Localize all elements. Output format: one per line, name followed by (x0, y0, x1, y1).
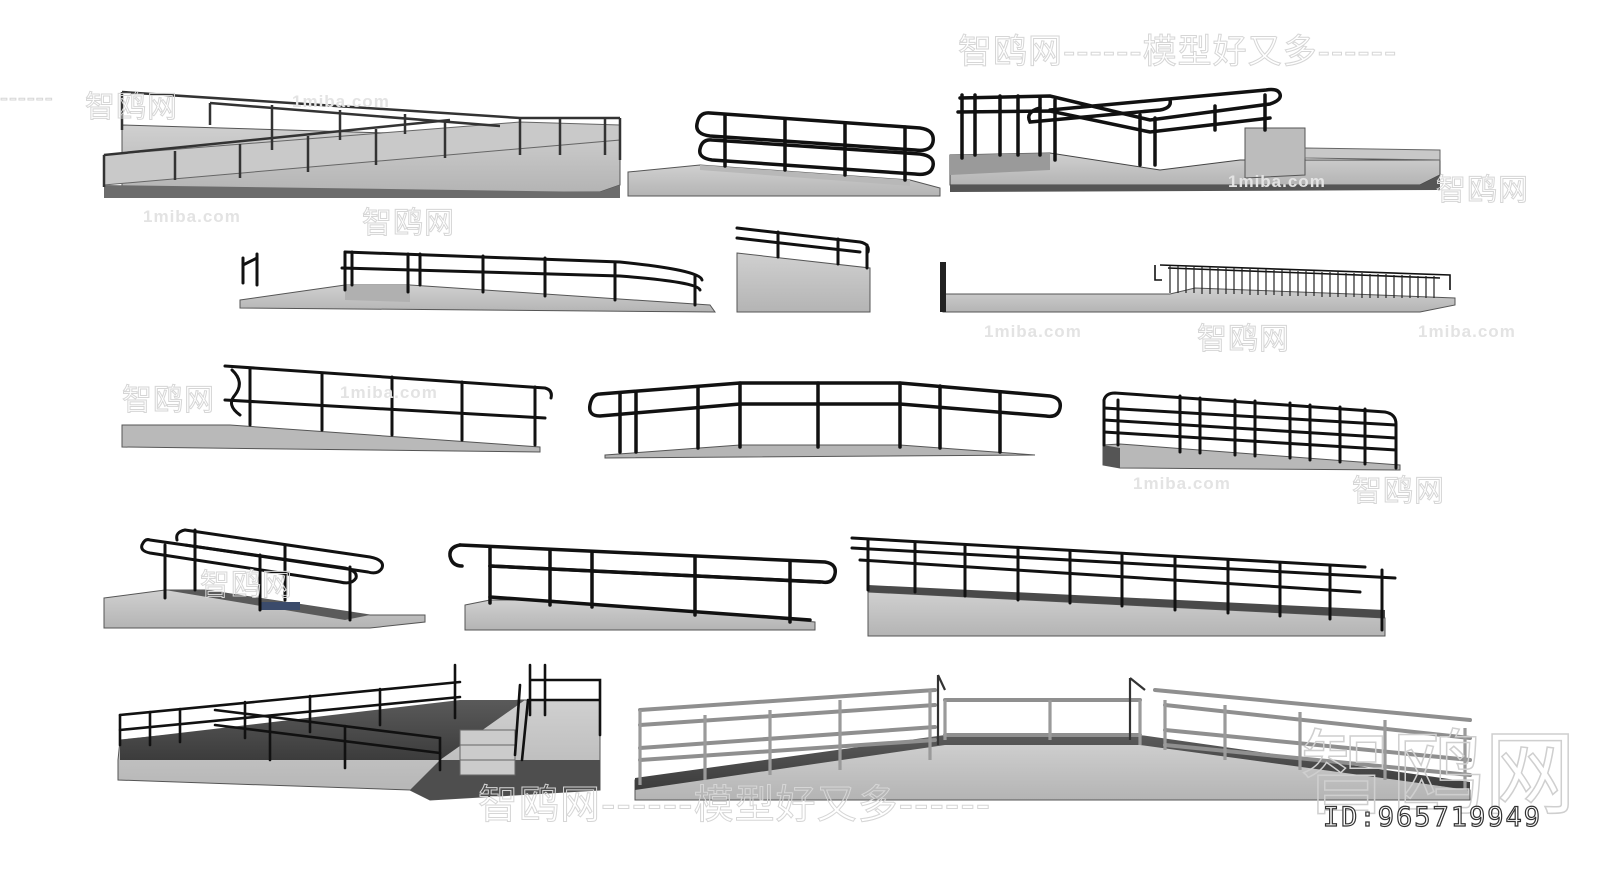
ramp-14 (634, 674, 1472, 801)
ramp-5 (735, 226, 871, 313)
ramp-10 (103, 528, 426, 629)
ramp-7 (121, 364, 553, 453)
ramp-9 (1102, 391, 1401, 471)
ramp-11 (448, 543, 838, 631)
watermark-big-logo: 智鸥网 (1299, 720, 1577, 829)
ramp-2 (627, 111, 941, 197)
ramp-8 (587, 381, 1063, 459)
ramp-12 (850, 536, 1397, 637)
ramp-4 (239, 250, 716, 313)
model-id-label: ID:965719949 (1322, 801, 1542, 833)
ramp-1 (102, 90, 622, 198)
ramp-3 (949, 87, 1441, 192)
ramp-13 (117, 663, 602, 801)
ramp-6 (940, 262, 1456, 313)
